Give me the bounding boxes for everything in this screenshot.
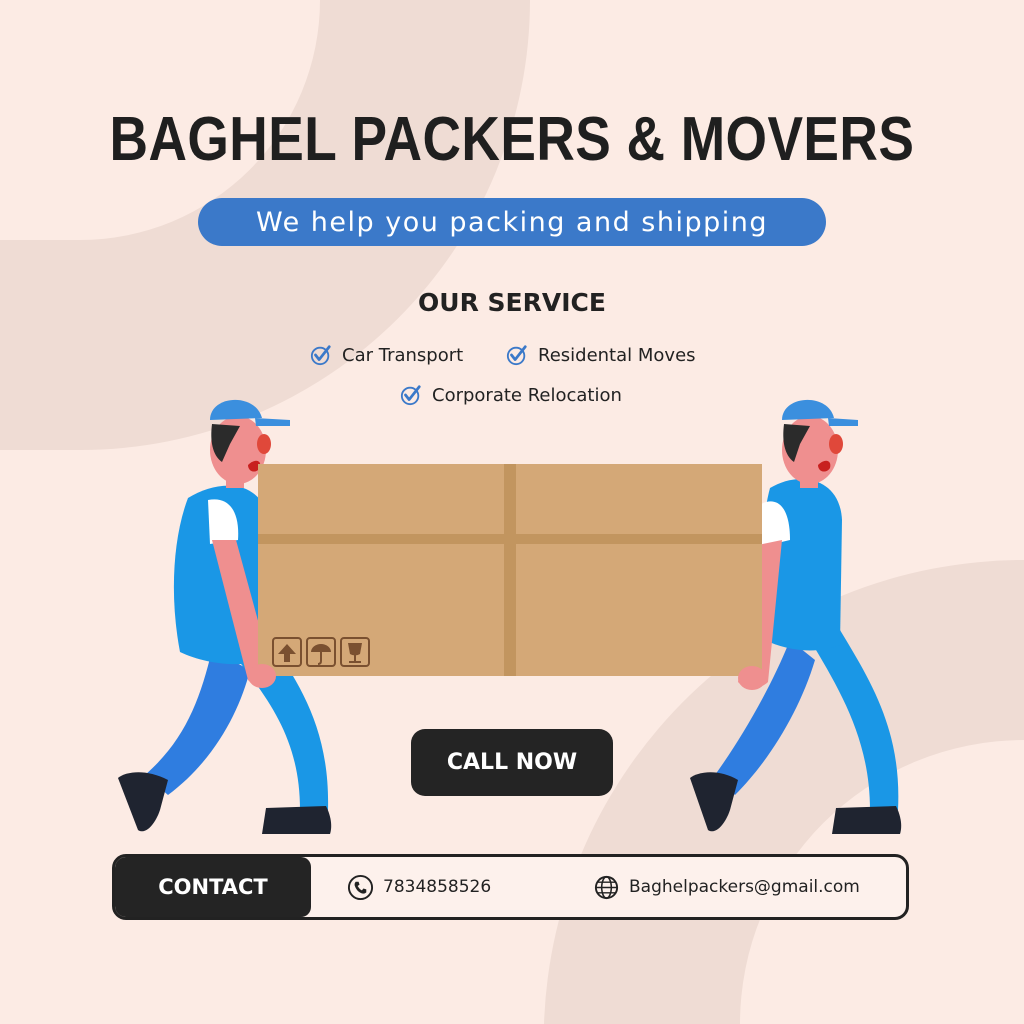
contact-email[interactable]: Baghelpackers@gmail.com	[593, 857, 860, 917]
check-icon	[506, 345, 527, 366]
globe-icon	[594, 875, 619, 899]
contact-bar: CONTACT 7834858526 Baghelpackers@gmail.c…	[112, 854, 909, 920]
service-item: Car Transport	[310, 344, 463, 366]
fragile-glass-icon	[340, 637, 370, 667]
tagline-text: We help you packing and shipping	[255, 206, 769, 238]
service-label: Residental Moves	[538, 344, 696, 366]
service-heading: OUR SERVICE	[418, 288, 606, 317]
contact-label: CONTACT	[115, 857, 311, 917]
service-label: Corporate Relocation	[432, 384, 622, 406]
email-address: Baghelpackers@gmail.com	[629, 877, 860, 897]
up-arrow-icon	[272, 637, 302, 667]
service-label: Car Transport	[342, 344, 464, 366]
phone-icon	[347, 874, 374, 900]
cardboard-box	[258, 464, 762, 676]
service-item: Corporate Relocation	[400, 384, 622, 406]
call-now-label: CALL NOW	[446, 750, 578, 775]
service-item: Residental Moves	[506, 344, 696, 366]
check-icon	[400, 385, 421, 406]
call-now-button[interactable]: CALL NOW	[411, 729, 613, 796]
tagline-banner: We help you packing and shipping	[198, 198, 826, 246]
page-title: BAGHEL PACKERS & MOVERS	[109, 105, 915, 174]
left-mover-figure	[118, 399, 332, 834]
contact-phone[interactable]: 7834858526	[347, 857, 491, 917]
umbrella-icon	[306, 637, 336, 667]
phone-number: 7834858526	[383, 877, 492, 897]
check-icon	[310, 345, 331, 366]
